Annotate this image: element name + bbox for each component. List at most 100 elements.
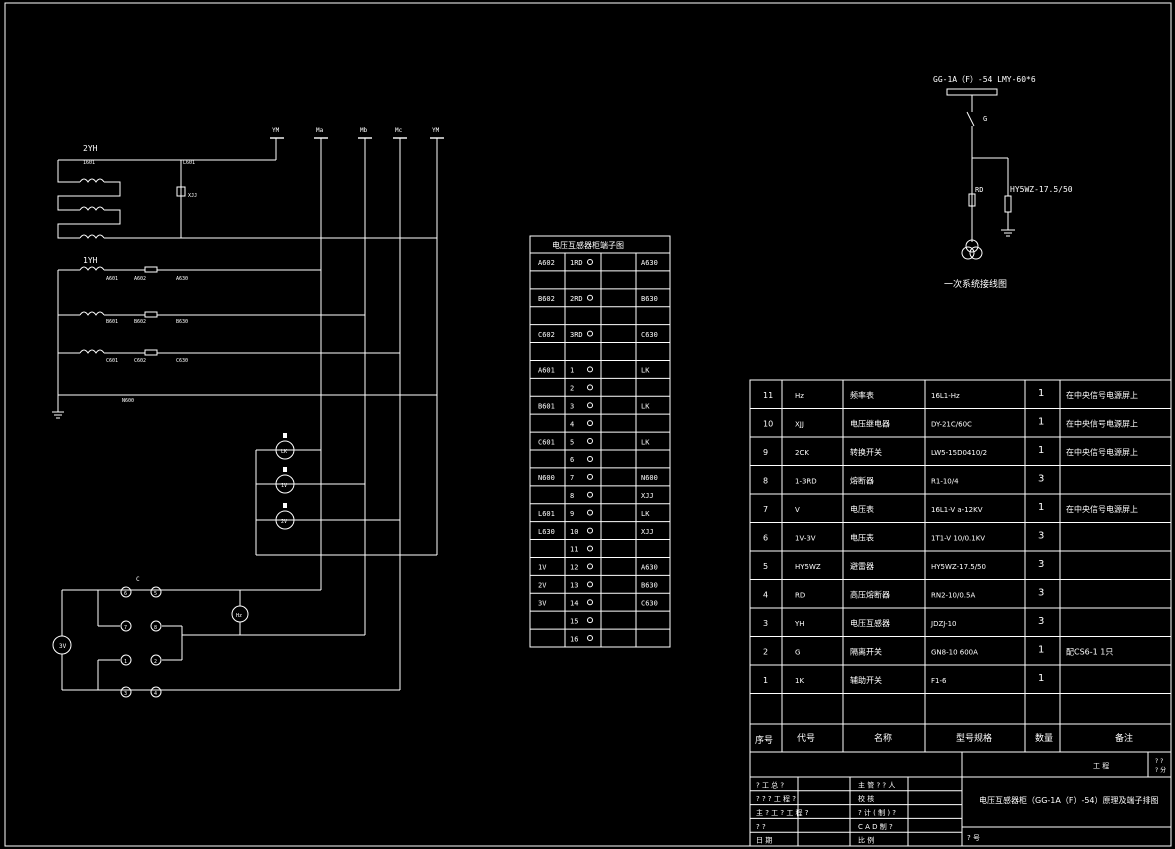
- terminal-point-icon: [587, 384, 593, 391]
- bom-model: DY-21C/60C: [931, 421, 972, 429]
- hv-fuse: [968, 193, 976, 207]
- bom-model: GN8-10 600A: [931, 649, 978, 657]
- bom-header-code: 代号: [797, 733, 815, 744]
- bom-code: G: [795, 649, 800, 657]
- bom-qty: 3: [1038, 531, 1044, 542]
- bom-qty: 3: [1038, 474, 1044, 485]
- terminal-point-icon: [587, 563, 593, 570]
- bom-code: 1-3RD: [795, 478, 817, 486]
- terminal-number: 7: [570, 474, 574, 482]
- svg-text:B602: B602: [134, 319, 146, 325]
- terminal-point-icon: [587, 599, 593, 606]
- svg-text:2: 2: [154, 659, 157, 665]
- arrester-label: HY5WZ-17.5/50: [1010, 185, 1073, 194]
- terminal-right: C630: [641, 599, 658, 607]
- terminal-number: 1RD: [570, 259, 583, 267]
- terminal-left: B602: [538, 295, 555, 303]
- pt-label-2yh: 2YH: [83, 144, 98, 153]
- terminal-point-icon: [587, 527, 593, 534]
- bom-qty: 3: [1038, 616, 1044, 627]
- terminal-left: 3V: [538, 599, 547, 607]
- bus-label-a: Ma: [316, 127, 324, 134]
- bus-label-ym2: YM: [432, 127, 440, 134]
- terminal-left: B601: [538, 402, 555, 410]
- bom-code: 1V-3V: [795, 535, 816, 543]
- terminal-left: A601: [538, 367, 555, 375]
- bom-qty: 3: [1038, 588, 1044, 599]
- bom-note: 配CS6-1 1只: [1066, 648, 1113, 657]
- bus-label-b: Mb: [360, 127, 368, 134]
- bom-code: RD: [795, 592, 805, 600]
- bom-note: 在中央信号电源屏上: [1066, 390, 1138, 400]
- svg-text:C602: C602: [134, 358, 146, 364]
- bom-name: 电压互感器: [850, 618, 890, 628]
- bus-label-c: Mc: [395, 127, 403, 134]
- terminal-point-icon: [587, 455, 593, 462]
- bom-code: Hz: [795, 392, 804, 400]
- svg-text:4: 4: [154, 691, 157, 697]
- bom-qty: 1: [1038, 445, 1044, 456]
- terminal-number: 14: [570, 599, 578, 607]
- title-left-cell: ? ?: [756, 823, 766, 831]
- terminal-number: 16: [570, 635, 578, 643]
- bom-no: 3: [763, 619, 768, 628]
- bom-model: F1-6: [931, 677, 947, 685]
- bom-model: HY5WZ-17.5/50: [931, 563, 986, 571]
- svg-text:L601: L601: [183, 160, 195, 166]
- terminal-row: 2: [570, 384, 593, 393]
- pt-coils-2yh: [57, 160, 437, 239]
- phase-b-branch: [58, 311, 365, 318]
- bom-name: 辅助开关: [850, 675, 882, 685]
- bom-code: YH: [794, 620, 805, 628]
- terminal-right: LK: [641, 367, 650, 375]
- terminal-number: 1: [570, 367, 574, 375]
- svg-text:2V: 2V: [281, 519, 287, 525]
- terminal-point-icon: [587, 635, 593, 642]
- terminal-right: LK: [641, 402, 650, 410]
- bom-code: XJJ: [795, 421, 804, 429]
- bom-model: LW5-15D0410/2: [931, 449, 987, 457]
- bom-name: 转换开关: [850, 447, 882, 457]
- bom-model: 16L1-Hz: [931, 392, 960, 400]
- terminal-number: 3: [570, 402, 574, 410]
- arrester: [1004, 195, 1012, 213]
- svg-text:1V: 1V: [281, 483, 287, 489]
- terminal-right: A630: [641, 259, 658, 267]
- terminal-point-icon: [587, 402, 593, 409]
- svg-text:6: 6: [124, 591, 127, 597]
- svg-text:5: 5: [154, 591, 157, 597]
- busbar-label: GG-1A（F）-54 LMY-60*6: [933, 75, 1036, 84]
- bom-name: 隔离开关: [850, 647, 882, 657]
- terminal-point-icon: [587, 330, 593, 337]
- svg-text:Hz: Hz: [236, 613, 242, 619]
- svg-text:3V: 3V: [59, 643, 67, 650]
- terminal-left: C602: [538, 331, 555, 339]
- bom-header-note: 备注: [1115, 732, 1133, 744]
- single-line-diagram: GG-1A（F）-54 LMY-60*6 G HY5WZ-17.5/50 RD …: [933, 75, 1073, 290]
- bom-no: 5: [763, 562, 768, 571]
- terminal-right: XJJ: [641, 492, 654, 500]
- drawing-no-label: ? 号: [967, 834, 980, 842]
- bom-model: JDZJ-10: [930, 620, 957, 628]
- bom-header-model: 型号规格: [956, 732, 992, 744]
- terminal-point-icon: [587, 438, 593, 445]
- svg-text:A602: A602: [134, 276, 146, 282]
- svg-text:A601: A601: [106, 276, 118, 282]
- bom-no: 8: [763, 477, 768, 486]
- terminal-number: 10: [570, 528, 578, 536]
- bom-qty: 1: [1038, 673, 1044, 684]
- svg-text:XJJ: XJJ: [188, 193, 197, 199]
- terminal-left: L630: [538, 528, 555, 536]
- voltmeter-2v-icon: [275, 474, 295, 494]
- project-value-1: ? ?: [1155, 758, 1163, 765]
- terminal-number: 9: [570, 510, 574, 518]
- terminal-left: L601: [538, 510, 555, 518]
